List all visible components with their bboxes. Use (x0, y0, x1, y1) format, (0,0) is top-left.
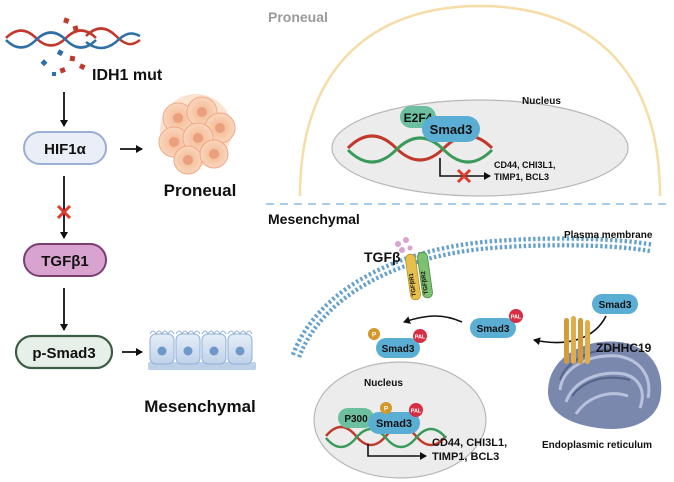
proneual-nucleus (331, 99, 629, 197)
hif1a-label: HIF1α (44, 141, 87, 158)
phospho-badge-2 (380, 402, 392, 414)
mesenchymal-genes-line2: TIMP1, BCL3 (432, 451, 499, 463)
arrow-smad3-palmitoylation (533, 315, 607, 346)
pal-badge-2-label: PAL (415, 335, 426, 341)
smad3-ppal-label: Smad3 (382, 344, 415, 355)
tgfbr1-receptor (405, 253, 421, 301)
idh1-dna-graphic (5, 27, 141, 50)
smad3-free-label: Smad3 (599, 300, 632, 311)
tgfbr2-receptor (417, 251, 433, 299)
smad3-proneual-protein (422, 116, 480, 142)
plasma-membrane-label: Plasma membrane (564, 230, 653, 241)
smad3-nucleus-protein (368, 412, 420, 434)
idh1-mut-label: IDH1 mut (92, 67, 163, 84)
mesenchymal-cells (148, 330, 256, 370)
smad3-proneual-label: Smad3 (430, 122, 473, 137)
mesenchymal-dna (325, 425, 447, 449)
mutation-fragments (40, 17, 86, 76)
tgfbr1-label: TGFβR1 (409, 272, 418, 297)
mesenchymal-transcription-arrow (367, 444, 427, 460)
phospho-badge-2-label: P (384, 406, 389, 413)
proneual-cell-cluster (158, 94, 236, 175)
tgfb-label: TGFβ (364, 249, 401, 265)
arrow-pal-to-receptor (403, 315, 463, 324)
inhibition-cross (56, 204, 72, 220)
mesenchymal-nucleus-label: Nucleus (364, 378, 403, 389)
p300-protein (338, 408, 374, 428)
er-label: Endoplasmic reticulum (542, 440, 652, 451)
mesenchymal-panel-title: Mesenchymal (268, 211, 360, 227)
proneual-transcription-arrow (439, 158, 491, 180)
psmad3-box (14, 334, 114, 370)
tgfb1-label: TGFβ1 (41, 253, 89, 270)
proneual-genes-line2: TIMP1, BCL3 (494, 172, 549, 182)
phospho-badge-1 (368, 328, 380, 340)
pal-badge-1-label: PAL (511, 315, 522, 321)
proneual-label: Proneual (164, 181, 237, 200)
smad3-pal-label: Smad3 (477, 324, 510, 335)
smad3-ppal-protein (376, 338, 420, 358)
tgfb1-box (23, 243, 107, 277)
pal-badge-3-label: PAL (411, 409, 422, 415)
smad3-pal-protein (470, 318, 516, 338)
pal-badge-3 (409, 403, 423, 417)
psmad3-label: p-Smad3 (32, 345, 95, 362)
zdhhc19-label: ZDHHC19 (596, 341, 652, 355)
tgfb-ligand (395, 237, 413, 253)
smad3-free-protein (592, 294, 638, 314)
hif1a-box (23, 131, 107, 165)
proneual-cell-outline (298, 4, 662, 197)
zdhhc19-enzyme (564, 316, 590, 364)
mesenchymal-genes-line1: CD44, CHI3L1, (432, 437, 507, 449)
proneual-inhibition-cross (456, 168, 472, 184)
pal-badge-2 (413, 329, 427, 343)
tgfbr2-label: TGFβR2 (421, 270, 430, 295)
proneual-nucleus-label: Nucleus (522, 96, 561, 107)
mesenchymal-label: Mesenchymal (144, 397, 256, 416)
proneual-genes-line1: CD44, CHI3L1, (494, 160, 556, 170)
p300-label: P300 (344, 414, 368, 425)
pal-badge-1 (509, 309, 523, 323)
phospho-badge-1-label: P (372, 332, 377, 339)
proneual-panel-title: Proneual (268, 9, 328, 25)
smad3-nucleus-label: Smad3 (376, 418, 412, 430)
